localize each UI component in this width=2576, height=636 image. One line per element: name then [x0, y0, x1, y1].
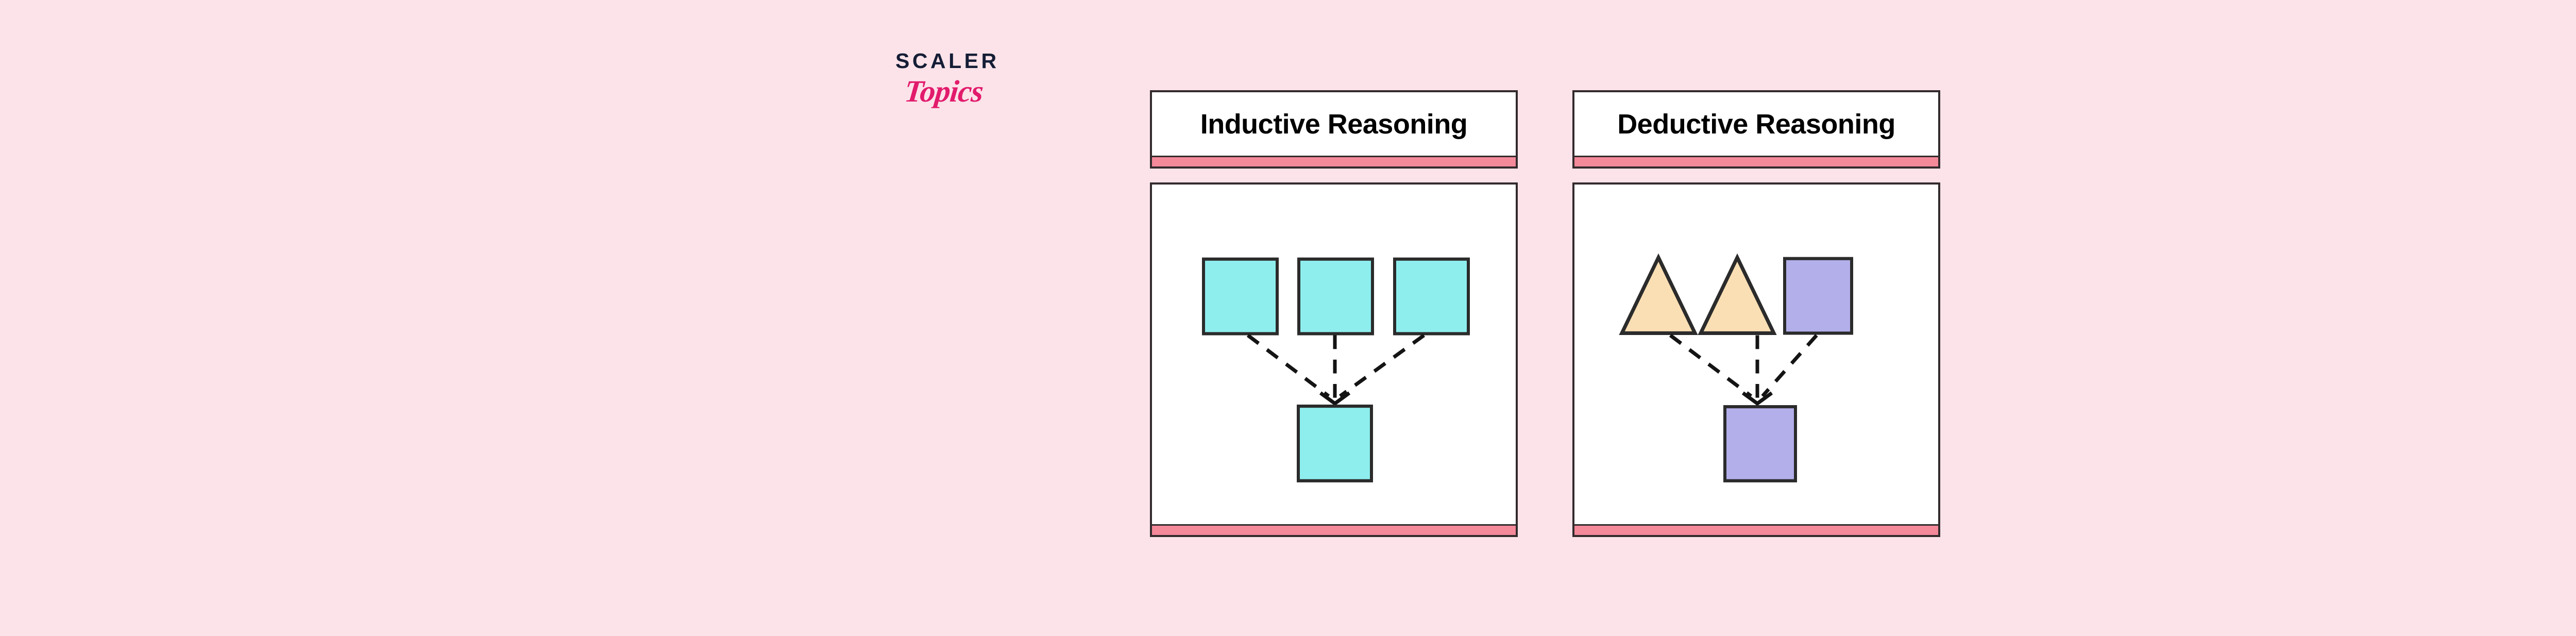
- connector-left-dashed: [1246, 333, 1330, 398]
- logo-wordmark-scaler: SCALER: [895, 49, 999, 73]
- premise-square-2: [1297, 257, 1374, 336]
- conclusion-square: [1297, 405, 1373, 482]
- panel-deductive-title-inner: Deductive Reasoning: [1574, 92, 1938, 156]
- deductive-diagram-svg: [1619, 253, 1853, 482]
- panel-deductive-title-card: Deductive Reasoning: [1572, 90, 1940, 169]
- conclusion-square: [1723, 405, 1797, 482]
- panel-deductive-title-accent-bar: [1574, 156, 1938, 166]
- panel-inductive-title: Inductive Reasoning: [1200, 108, 1468, 140]
- panel-inductive-title-card: Inductive Reasoning: [1150, 90, 1518, 169]
- panel-deductive-body-accent-bar: [1574, 524, 1938, 535]
- panel-inductive-title-accent-bar: [1152, 156, 1516, 166]
- panel-deductive-reasoning: Deductive Reasoning: [1572, 90, 1940, 537]
- panel-inductive-reasoning: Inductive Reasoning: [1150, 90, 1518, 537]
- logo-wordmark-topics: Topics: [903, 74, 985, 108]
- premise-square-1: [1202, 257, 1279, 336]
- scaler-topics-logo: SCALER Topics: [895, 51, 1019, 128]
- panel-inductive-diagram: [1152, 185, 1516, 524]
- premise-square-3: [1393, 257, 1470, 336]
- panel-deductive-diagram: [1574, 185, 1938, 524]
- premise-square-1: [1783, 257, 1853, 335]
- panel-deductive-body-card: [1572, 182, 1940, 537]
- connector-right-dashed: [1761, 334, 1818, 398]
- panel-inductive-body-card: [1150, 182, 1518, 537]
- inductive-diagram-svg: [1202, 257, 1470, 482]
- connector-left-dashed: [1669, 333, 1753, 398]
- premise-triangle-2: [1698, 253, 1777, 336]
- premise-triangle-1: [1619, 253, 1698, 336]
- arrow-chevron-down-icon: [1741, 391, 1773, 406]
- connector-right-dashed: [1338, 333, 1426, 398]
- panel-deductive-title: Deductive Reasoning: [1617, 108, 1895, 140]
- panel-inductive-title-inner: Inductive Reasoning: [1152, 92, 1516, 156]
- panel-inductive-body-accent-bar: [1152, 524, 1516, 535]
- arrow-chevron-down-icon: [1319, 391, 1351, 406]
